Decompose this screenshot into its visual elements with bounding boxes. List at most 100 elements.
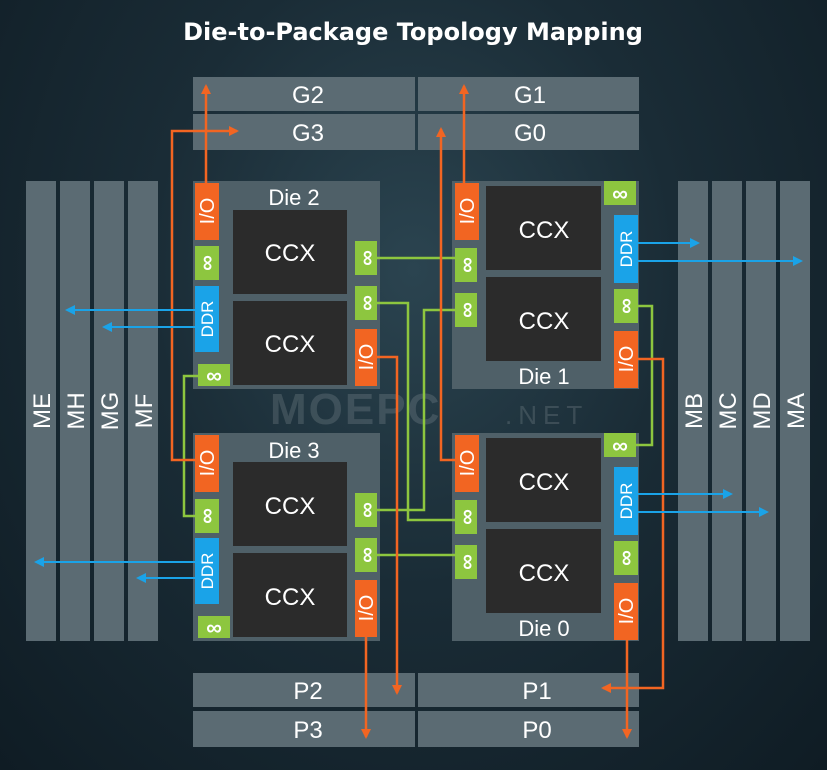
mem-col-mh [60,181,90,641]
mem-col-md [746,181,776,641]
infinity-fabric-icon-glyph: ∞ [454,554,479,570]
infinity-fabric-icon [198,616,230,638]
ccx-label: CCX [519,560,570,587]
bar-p2 [193,673,415,707]
infinity-fabric-icon [455,500,477,534]
mem-label-mc: MC [715,392,742,429]
bar-label-g2: G2 [292,82,324,109]
io-label: I/O [197,198,219,225]
bar-label-g3: G3 [292,120,324,147]
infinity-fabric-icon [195,499,219,533]
infinity-fabric-icon-glyph: ∞ [354,502,379,518]
if-link [377,301,455,522]
io-block [614,331,638,388]
die-2-contents: Die 2 CCX CCX I/O ∞ DDR ∞ ∞ ∞ I/O [194,183,379,388]
io-block [355,580,377,637]
infinity-fabric-icon [355,286,377,320]
die-label: Die 0 [518,616,569,641]
mem-label-mf: MF [131,394,158,429]
die-0-contents: CCX CCX Die 0 I/O ∞ ∞ ∞ DDR ∞ I/O [454,433,638,641]
io-block [614,583,638,640]
ddr-block [614,467,638,535]
mem-label-mb: MB [681,393,708,429]
memory-channels-left: ME MH MG MF [26,181,158,641]
infinity-fabric-icon [604,433,636,457]
infinity-fabric-icon-glyph: ∞ [354,250,379,266]
io-link [377,355,402,695]
bar-g0 [418,114,639,150]
ccx-label: CCX [519,469,570,496]
mem-col-mc [712,181,742,641]
ddr-label: DDR [198,553,217,590]
ccx-block [486,529,601,613]
io-label: I/O [356,344,378,371]
bar-g2 [193,77,415,111]
infinity-fabric-links [182,256,654,557]
infinity-fabric-icon-glyph: ∞ [613,298,638,314]
infinity-fabric-icon-glyph: ∞ [613,550,638,566]
ccx-block [233,210,347,294]
infinity-fabric-icon [604,181,636,205]
bar-label-p2: P2 [293,678,322,705]
infinity-fabric-icon [355,493,377,527]
die-label: Die 1 [518,364,569,389]
io-block [455,435,479,492]
package-bottom-bars: P2 P1 P3 P0 [193,673,639,747]
if-link [377,308,455,512]
io-link [601,357,665,693]
infinity-fabric-icon [355,241,377,275]
bar-g1 [418,77,639,111]
bar-label-p1: P1 [522,678,551,705]
io-block [355,329,377,386]
page-title: Die-to-Package Topology Mapping [183,18,643,46]
ddr-label: DDR [617,231,636,268]
infinity-fabric-icon [455,248,477,282]
die-1-contents: CCX CCX Die 1 I/O ∞ ∞ ∞ DDR ∞ I/O [454,181,638,389]
infinity-fabric-icon [195,246,219,280]
infinity-fabric-icon-glyph: ∞ [354,547,379,563]
ccx-label: CCX [265,331,316,358]
ddr-block [614,215,638,283]
bar-label-p0: P0 [522,717,551,744]
infinity-fabric-icon [355,538,377,572]
ccx-block [233,553,347,637]
mem-label-md: MD [749,392,776,429]
io-label: I/O [457,450,479,477]
io-link [170,126,239,462]
bar-p3 [193,711,415,747]
infinity-fabric-icon-glyph: ∞ [454,257,479,273]
ccx-block [233,301,347,385]
ccx-block [486,186,601,270]
if-link [636,304,654,447]
io-link [436,127,455,462]
infinity-fabric-icon-glyph: ∞ [206,363,222,388]
infinity-fabric-icon-glyph: ∞ [612,433,628,458]
if-link [182,374,198,518]
ccx-block [486,438,601,522]
die-label: Die 2 [268,185,319,210]
mem-col-mg [94,181,124,641]
io-label: I/O [356,595,378,622]
bar-label-g0: G0 [514,120,546,147]
bar-label-g1: G1 [514,82,546,109]
infinity-fabric-icon-glyph: ∞ [194,508,219,524]
infinity-fabric-icon-glyph: ∞ [612,181,628,206]
ddr-label: DDR [198,301,217,338]
io-links [170,84,665,739]
infinity-fabric-icon [455,293,477,327]
package-top-bars: G2 G1 G3 G0 [193,77,639,150]
bar-label-p3: P3 [293,717,322,744]
infinity-fabric-icon-glyph: ∞ [454,509,479,525]
mem-col-mf [128,181,158,641]
die-label: Die 3 [268,438,319,463]
mem-label-mg: MG [97,392,124,431]
ccx-label: CCX [519,217,570,244]
ccx-label: CCX [519,308,570,335]
mem-col-mb [678,181,708,641]
bar-p0 [418,711,639,747]
ddr-block [195,538,219,604]
ddr-block [195,286,219,352]
mem-label-me: ME [29,393,56,429]
mem-label-ma: MA [783,393,810,429]
